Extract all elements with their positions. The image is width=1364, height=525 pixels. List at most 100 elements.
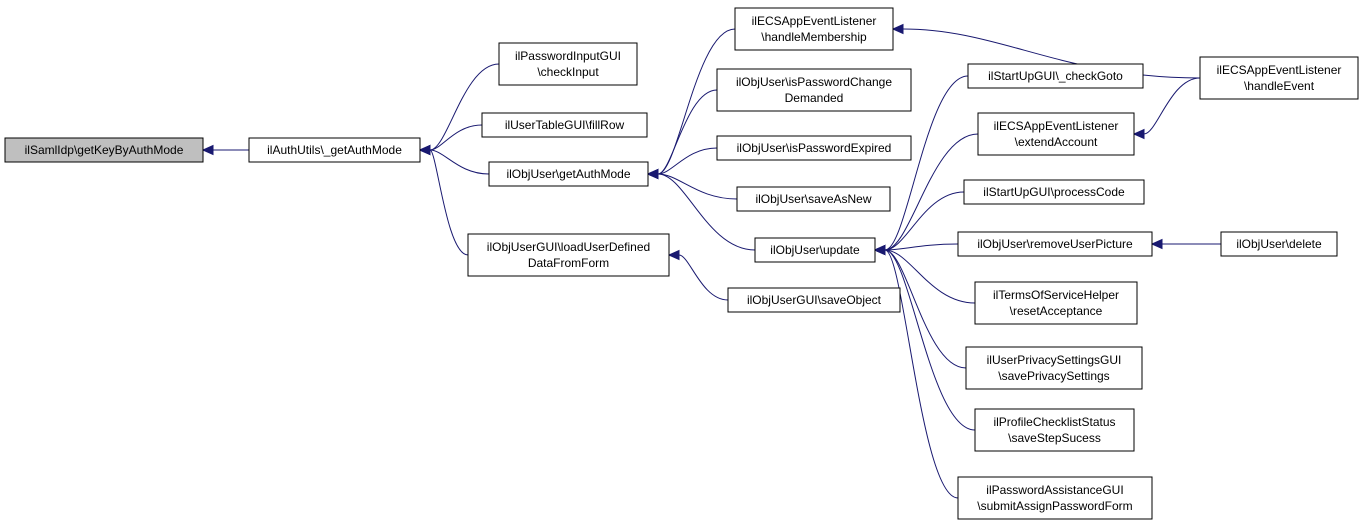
caller-function-node[interactable]: ilECSAppEventListener \handleEvent [1199,56,1359,100]
edge-line [884,249,976,304]
arrow-head-icon [667,249,680,261]
caller-function-node[interactable]: ilObjUser\saveAsNew [736,186,891,212]
node-label-line: ilObjUserGUI\loadUserDefined [487,240,650,254]
node-box [248,137,421,163]
caller-function-node[interactable]: ilObjUser\delete [1220,231,1338,257]
node-label-line: \handleMembership [761,30,867,44]
caller-function-node[interactable]: ilProfileChecklistStatus \saveStepSucess [974,408,1135,452]
edge-line [884,243,959,251]
arrow-head-icon [201,144,214,156]
node-label-line: ilObjUser\removeUserPicture [977,237,1133,251]
caller-function-node[interactable]: ilPasswordInputGUI \checkInput [498,42,638,86]
node-box [736,186,891,212]
edge-line [884,133,979,251]
arrow-head-icon [646,168,659,180]
node-label-line: ilUserTableGUI\fillRow [505,118,625,132]
node-label-line: ilPasswordAssistanceGUI [986,483,1123,497]
caller-function-node[interactable]: ilStartUpGUI\processCode [963,179,1145,205]
node-box [965,346,1143,390]
edge-line [884,249,976,431]
node-box [727,287,901,313]
node-label-line: ilObjUser\isPasswordChange [736,75,892,89]
edges-layer [201,23,1221,499]
node-label-line: ilAuthUtils\_getAuthMode [267,143,402,157]
edge-n2-to-n1 [418,63,500,156]
caller-function-node[interactable]: ilTermsOfServiceHelper\resetAcceptance [974,281,1138,325]
node-box [974,408,1135,452]
edge-n21-to-n15 [1150,238,1221,250]
node-box [481,112,648,138]
caller-function-node[interactable]: ilObjUser\isPasswordExpired [716,135,912,161]
edge-n10-to-n4 [646,168,756,251]
caller-function-node[interactable]: ilPasswordAssistanceGUI \submitAssignPass… [957,476,1153,520]
edge-n20-to-n6 [891,23,1201,79]
edge-line [429,124,483,151]
node-label-line: \resetAcceptance [1010,304,1103,318]
edge-line [1143,77,1201,135]
node-box [734,7,894,51]
node-label-line: \extendAccount [1015,135,1098,149]
caller-function-node[interactable]: ilECSAppEventListener \handleMembership [734,7,894,51]
node-box [1220,231,1338,257]
caller-function-node[interactable]: ilAuthUtils\_getAuthMode [248,137,421,163]
node-box [498,42,638,86]
caller-function-node[interactable]: ilObjUserGUI\saveObject [727,287,901,313]
arrow-head-icon [873,244,886,256]
caller-function-node[interactable]: ilObjUser\update [754,237,876,263]
caller-function-node[interactable]: ilObjUser\removeUserPicture [957,231,1153,257]
caller-function-node[interactable]: ilECSAppEventListener \extendAccount [977,112,1135,156]
caller-function-node[interactable]: ilStartUpGUI\_checkGoto [967,63,1144,89]
node-label-line: \saveStepSucess [1008,431,1101,445]
node-label-line: ilObjUser\getAuthMode [506,167,630,181]
node-label-line: ilUserPrivacySettingsGUI [987,353,1122,367]
node-label-line: \handleEvent [1244,79,1315,93]
node-box [4,137,204,163]
edge-line [884,191,965,251]
node-box [957,231,1153,257]
edge-line [678,254,729,301]
node-label-line: ilObjUserGUI\saveObject [747,293,882,307]
node-label-line: ilStartUpGUI\processCode [983,185,1125,199]
edge-line [657,173,738,200]
edge-n11-to-n5 [667,249,729,301]
caller-function-node[interactable]: ilObjUser\getAuthMode [488,161,649,187]
node-label-line: ilECSAppEventListener [994,119,1119,133]
node-box [488,161,649,187]
node-label-line: ilECSAppEventListener [1217,63,1342,77]
edge-line [429,63,500,151]
edge-n20-to-n13 [1132,77,1201,140]
node-label-line: ilPasswordInputGUI [515,49,621,63]
node-box [754,237,876,263]
node-label-line: \checkInput [537,65,599,79]
edge-n7-to-n4 [646,89,718,180]
edge-n18-to-n10 [873,244,976,431]
root-function-node[interactable]: ilSamlIdp\getKeyByAuthMode [4,137,204,163]
node-label-line: ilObjUser\update [770,243,860,257]
edge-line [902,28,1201,79]
node-box [957,476,1153,520]
edge-n5-to-n1 [418,144,469,256]
node-box [967,63,1144,89]
node-label-line: ilECSAppEventListener [752,14,877,28]
node-box [1199,56,1359,100]
nodes-layer: ilSamlIdp\getKeyByAuthMode ilAuthUtils\_g… [4,7,1359,520]
caller-function-node[interactable]: ilUserPrivacySettingsGUI\savePrivacySett… [965,346,1143,390]
caller-function-node[interactable]: ilUserTableGUI\fillRow [481,112,648,138]
arrow-head-icon [1132,128,1145,140]
edge-line [429,149,490,175]
node-label-line: DataFromForm [528,256,609,270]
arrow-head-icon [418,144,431,156]
edge-line [429,149,469,256]
edge-line [884,249,959,499]
node-label-line: ilProfileChecklistStatus [993,415,1115,429]
node-label-line: ilStartUpGUI\_checkGoto [988,69,1123,83]
node-label-line: ilSamlIdp\getKeyByAuthMode [25,143,184,157]
edge-line [884,75,969,251]
node-label-line: \submitAssignPasswordForm [977,499,1132,513]
node-box [716,68,912,112]
edge-line [657,173,756,251]
node-label-line: ilObjUser\isPasswordExpired [737,141,892,155]
